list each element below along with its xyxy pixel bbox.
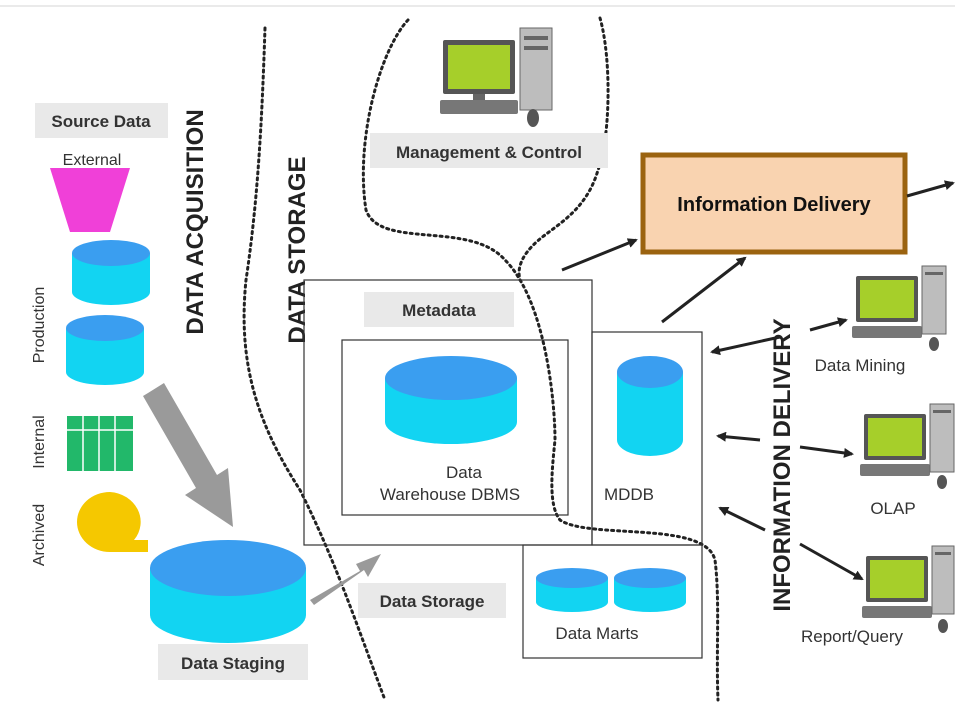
data-mart-db-1 [536,568,608,612]
report-query-computer [862,545,955,633]
arrow-mddb-data-mining-left [710,335,781,356]
svg-text:Data Storage: Data Storage [380,592,485,611]
svg-text:Data Staging: Data Staging [181,654,285,673]
acquisition-arrow [143,383,233,527]
data-mining-label: Data Mining [815,356,906,375]
data-mart-db-2 [614,568,686,612]
data-staging-db [150,540,306,643]
information-delivery-vertical-label: INFORMATION DELIVERY [769,318,796,611]
dw-dbms-db [385,356,517,444]
dw-dbms-label-line1: Data [446,463,482,482]
data-acquisition-label: DATA ACQUISITION [182,109,209,334]
data-storage-label: Data Storage [358,583,506,618]
source-data-label: Source Data [35,103,168,138]
staging-to-storage-arrow [310,554,381,605]
production-db-top [72,240,150,305]
arrow-mddb-to-info-delivery [661,256,747,324]
external-source-funnel [50,168,130,232]
mddb-db [617,356,683,456]
archived-source-shape [77,492,148,552]
archived-label: Archived [31,504,48,566]
dw-dbms-box [341,339,569,516]
svg-text:Information Delivery: Information Delivery [677,194,871,216]
data-staging-label: Data Staging [158,644,308,680]
dotted-boundary-right [517,16,610,282]
mddb-label: MDDB [604,485,654,504]
dotted-boundary-acquisition [242,26,387,702]
arrow-info-delivery-out [906,180,955,198]
arrow-to-info-delivery [561,238,638,272]
arrow-report-left [718,506,766,532]
external-label: External [63,152,122,169]
arrow-olap-right [799,445,854,458]
olap-computer [860,403,955,489]
management-computer [440,27,553,127]
production-label: Production [31,287,48,364]
data-marts-box [522,544,703,659]
arrow-olap-left [716,431,761,442]
svg-text:Management & Control: Management & Control [396,143,582,162]
data-storage-vertical-label: DATA STORAGE [284,156,311,343]
management-control-label: Management & Control [370,133,608,168]
svg-text:Metadata: Metadata [402,301,476,320]
data-mining-computer [852,265,947,351]
dotted-boundary-storage [361,18,720,702]
metadata-label: Metadata [364,292,514,327]
information-delivery-box: Information Delivery [640,152,908,255]
dw-dbms-label-line2: Warehouse DBMS [380,485,520,504]
data-marts-label: Data Marts [555,624,638,643]
report-query-label: Report/Query [801,627,904,646]
internal-source-grid [67,416,133,471]
internal-label: Internal [31,415,48,468]
production-db-bottom [66,315,144,385]
arrow-report-right [799,542,864,581]
svg-text:Source Data: Source Data [51,112,151,131]
arrow-mddb-data-mining-right [809,317,848,332]
olap-label: OLAP [870,499,915,518]
